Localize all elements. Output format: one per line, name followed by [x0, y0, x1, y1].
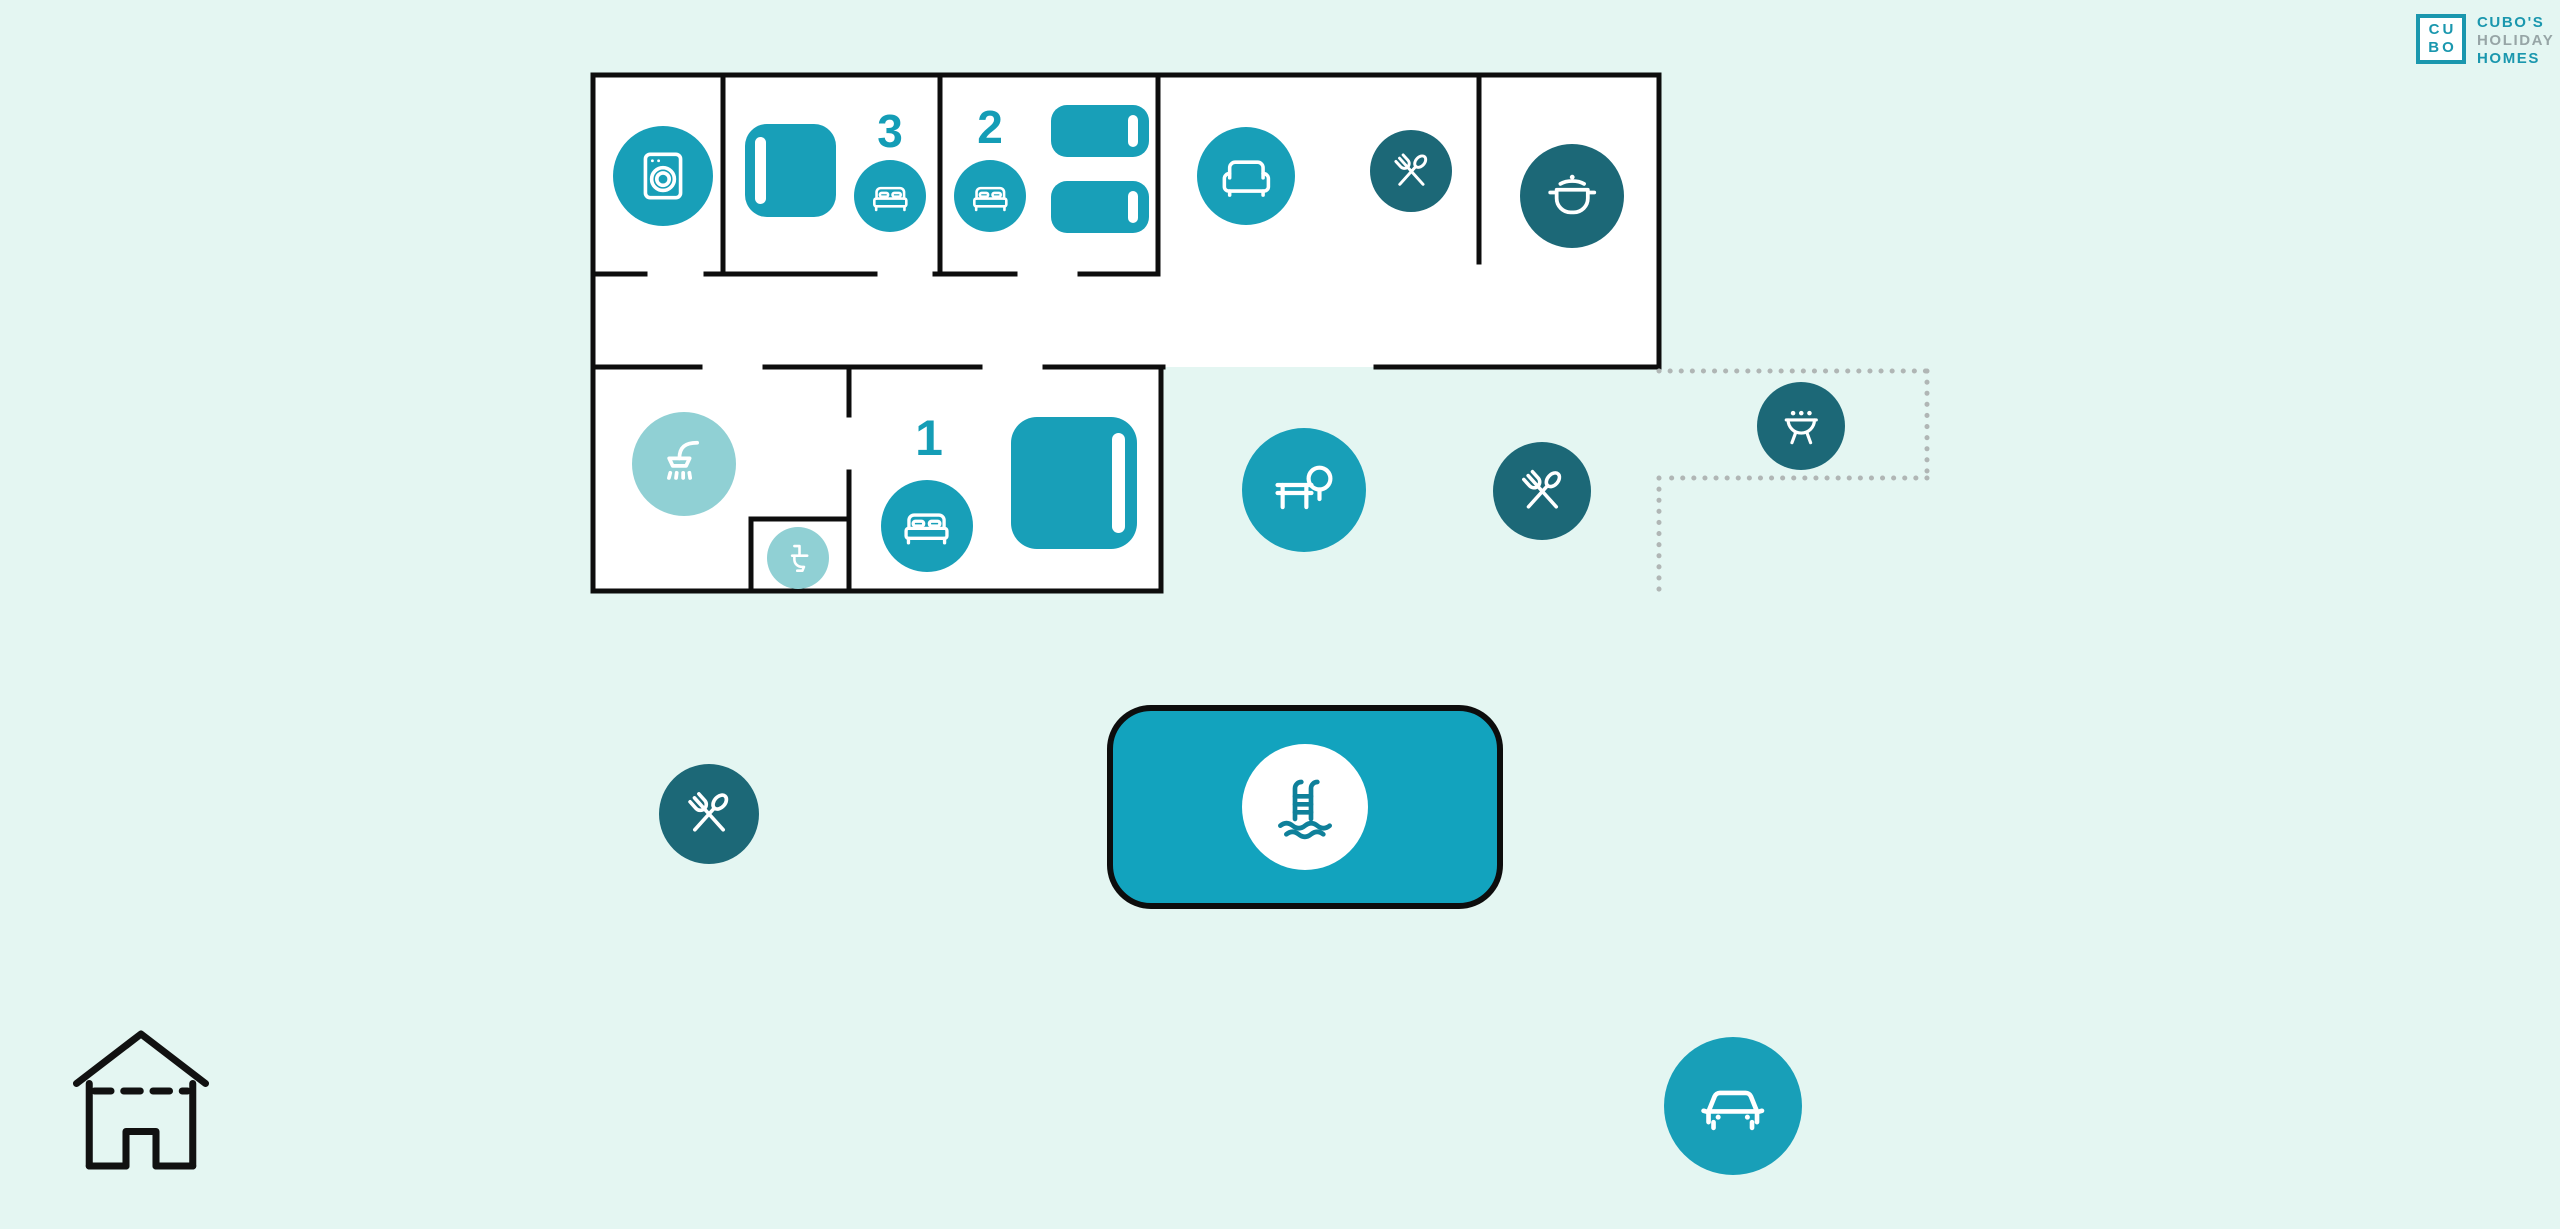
bed-pillow — [1128, 115, 1138, 147]
double-bed-icon — [972, 186, 1008, 211]
bed-shape-bedroom1 — [1011, 417, 1137, 549]
logo-line2: HOLIDAY — [2477, 32, 2555, 49]
bed-shape-bedroom3 — [745, 124, 836, 217]
walls — [590, 72, 1662, 594]
bedroom3-bed-badge — [854, 160, 926, 232]
bedroom2-bed-badge — [954, 160, 1026, 232]
double-bed-icon — [872, 186, 908, 211]
logo-line1: CUBO'S — [2477, 14, 2545, 31]
living-room-area — [1197, 127, 1295, 225]
brand-logo: CU BO CUBO'S HOLIDAY HOMES — [2416, 14, 2554, 68]
washing-machine-icon — [643, 152, 683, 200]
bedroom2-number: 2 — [977, 101, 1003, 153]
cooking-pot-icon — [1548, 174, 1596, 214]
logo-line3: HOMES — [2477, 50, 2541, 67]
cutlery-icon — [688, 792, 729, 832]
car-icon — [1701, 1090, 1765, 1131]
brand-logo-text: CUBO'S HOLIDAY HOMES — [2477, 14, 2554, 68]
picnic-dining-area — [659, 764, 759, 864]
shower-area — [632, 412, 736, 516]
terrace-dotted-outline — [1656, 368, 1930, 599]
toilet-icon — [790, 544, 809, 572]
bbq-grill-icon — [1784, 410, 1818, 444]
bedroom1-number: 1 — [915, 410, 943, 466]
outdoor-dining-area — [1493, 442, 1591, 540]
single-bed-shape-b — [1051, 181, 1149, 233]
bedroom3-number: 3 — [877, 105, 903, 157]
garden-area — [1242, 428, 1366, 552]
sofa-icon — [1222, 160, 1270, 197]
bed-pillow — [755, 137, 766, 204]
swimming-pool — [1107, 705, 1503, 909]
cutlery-icon — [1393, 153, 1427, 186]
logo-letters-bottom: BO — [2428, 39, 2457, 56]
brand-logo-mark: CU BO — [2416, 14, 2466, 64]
bbq-area — [1757, 382, 1845, 470]
bed-pillow — [1128, 191, 1138, 223]
single-bed-shape-a — [1051, 105, 1149, 157]
house-icon — [72, 1030, 210, 1170]
shower-icon — [666, 440, 699, 480]
bedroom1-bed-badge — [881, 480, 973, 572]
pool-ladder-icon — [1278, 779, 1332, 840]
toilet-area — [767, 527, 829, 589]
bed-pillow — [1112, 433, 1125, 533]
laundry-area — [613, 126, 713, 226]
garden-bench-icon — [1275, 465, 1333, 509]
parking-area — [1664, 1037, 1802, 1175]
pool-ladder-badge — [1242, 744, 1368, 870]
dining-area — [1370, 130, 1452, 212]
logo-letters-top: CU — [2428, 21, 2457, 38]
kitchen-area — [1520, 144, 1624, 248]
double-bed-icon — [904, 513, 950, 546]
cutlery-icon — [1521, 469, 1561, 509]
